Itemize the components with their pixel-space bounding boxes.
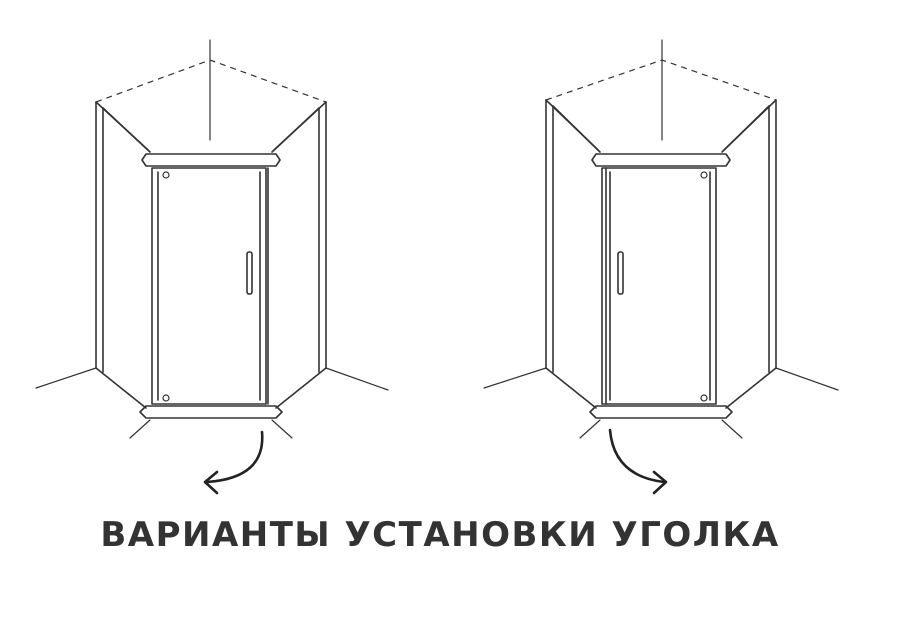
left-side-panel (95, 101, 151, 409)
left-side-panel (545, 99, 601, 409)
wall-corner-lines (35, 39, 389, 439)
top-profile (141, 153, 281, 167)
bottom-profile (589, 405, 733, 419)
right-side-panel (721, 99, 777, 409)
door-handle (617, 251, 624, 295)
shower-enclosure-left (35, 39, 389, 495)
opening-arrow-right (608, 428, 668, 495)
shower-enclosure-right (483, 39, 839, 495)
door-panel (601, 167, 717, 405)
wall-corner-lines (483, 39, 839, 439)
caption: ВАРИАНТЫ УСТАНОВКИ УГОЛКА (100, 515, 780, 555)
top-profile (591, 153, 731, 167)
right-side-panel (271, 101, 327, 409)
bottom-profile (139, 405, 283, 419)
door-panel (151, 167, 269, 405)
door-handle (246, 251, 253, 295)
opening-arrow-left (203, 430, 264, 495)
